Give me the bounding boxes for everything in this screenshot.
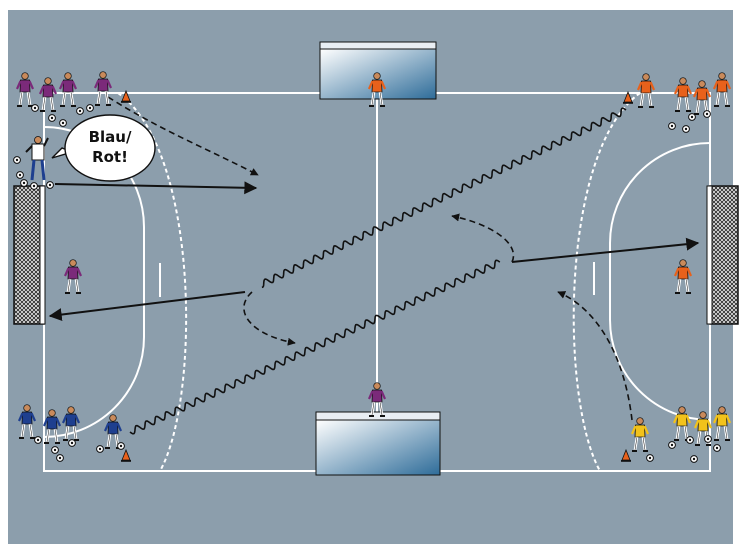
ball-icon <box>688 113 696 121</box>
ball-icon <box>16 171 24 179</box>
player-icon <box>15 72 35 107</box>
coach <box>25 136 49 181</box>
run-arrow-center-left <box>243 291 296 346</box>
ball-icon <box>68 439 76 447</box>
handball-goal-left <box>13 185 46 325</box>
ball-icon <box>703 110 711 118</box>
pass-arrow-coach <box>54 181 258 195</box>
handball-goal-right <box>706 185 739 325</box>
player-icon <box>673 259 693 294</box>
ball-icon <box>34 436 42 444</box>
ball-icon <box>668 122 676 130</box>
dribble-line-upper <box>261 107 627 289</box>
player-icon <box>712 72 732 107</box>
run-arrow-top-left <box>107 96 259 176</box>
ball-icon <box>46 181 54 189</box>
pass-arrows <box>48 181 700 322</box>
free-throw-lines <box>117 92 641 472</box>
ball-icon <box>117 442 125 450</box>
ball-icon <box>51 446 59 454</box>
pass-arrow-left-goal <box>48 291 246 322</box>
player-icon <box>673 77 693 112</box>
player-icon <box>42 409 62 444</box>
ball-icon <box>30 182 38 190</box>
ball-icon <box>31 104 39 112</box>
run-arrows <box>107 96 633 421</box>
player-icon <box>367 382 387 417</box>
player-icon <box>636 73 656 108</box>
ball-icon <box>713 444 721 452</box>
speech-bubble-line2: Rot! <box>92 148 128 166</box>
player-icon <box>58 72 78 107</box>
ball-icon <box>59 119 67 127</box>
goal-area-right <box>609 142 711 421</box>
players <box>15 71 732 452</box>
ball-icon <box>704 435 712 443</box>
ball-icon <box>76 107 84 115</box>
ball-icon <box>20 179 28 187</box>
run-arrow-center-right <box>451 213 515 263</box>
player-icon <box>38 77 58 112</box>
ball-icon <box>86 104 94 112</box>
ball-icon <box>13 156 21 164</box>
player-icon <box>630 417 650 452</box>
run-arrow-bottom-right <box>557 291 633 421</box>
player-icon <box>93 71 113 106</box>
ball-icon <box>48 114 56 122</box>
ball-icon <box>56 454 64 462</box>
ball-icon <box>690 455 698 463</box>
ball-icon <box>646 454 654 462</box>
bench-box-bottom <box>315 411 441 476</box>
speech-bubble: Blau/ Rot! <box>51 114 156 182</box>
ball-icon <box>668 441 676 449</box>
pass-arrow-right-goal <box>511 237 700 263</box>
free-throw-line-left <box>117 92 188 472</box>
player-icon <box>63 259 83 294</box>
speech-bubble-line1: Blau/ <box>89 128 132 146</box>
ball-icon <box>96 445 104 453</box>
free-throw-line-right <box>572 92 641 472</box>
player-icon <box>712 406 732 441</box>
player-icon <box>17 404 37 439</box>
player-icon <box>61 406 81 441</box>
player-icon <box>367 72 387 107</box>
ball-icon <box>682 125 690 133</box>
dribble-line-lower <box>129 259 501 435</box>
ball-icon <box>686 436 694 444</box>
